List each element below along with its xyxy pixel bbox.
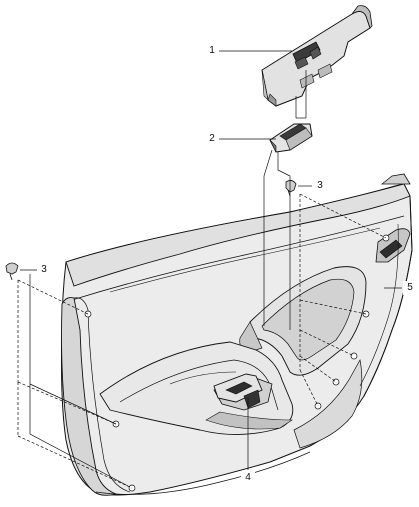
switch-connection-lines <box>263 70 307 330</box>
part-2-switch <box>269 123 313 153</box>
clip-3-left <box>5 262 19 281</box>
callout-3-left: 3 <box>37 263 51 277</box>
callout-3-right: 3 <box>313 179 327 193</box>
callout-1: 1 <box>205 44 219 58</box>
leader-lines <box>20 50 402 470</box>
callout-5: 5 <box>403 281 417 295</box>
callout-4: 4 <box>241 471 255 485</box>
clip-3-right <box>285 180 297 197</box>
callout-2: 2 <box>205 132 219 146</box>
part-5-door-trim <box>61 173 413 496</box>
part-1-switch-panel <box>261 5 373 107</box>
clip-leader-lines <box>29 274 129 487</box>
